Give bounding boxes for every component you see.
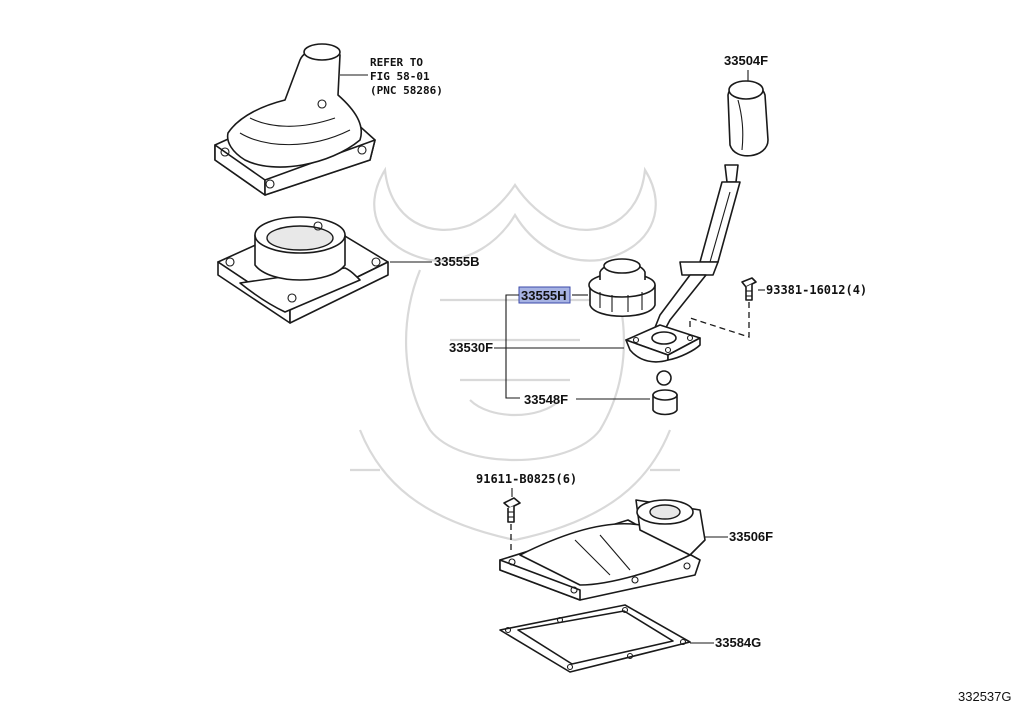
shift-housing	[499, 499, 706, 601]
watermark-logo	[350, 166, 680, 542]
shift-knob	[727, 80, 769, 157]
label-33555B: 33555B	[434, 254, 480, 269]
label-33506F: 33506F	[729, 529, 773, 544]
bolt-91611	[503, 497, 521, 523]
lever-ball	[656, 370, 672, 386]
retainer-plate	[217, 216, 432, 324]
cap-bushing	[588, 258, 656, 318]
housing-gasket	[499, 604, 691, 673]
label-93381-16012: 93381-16012(4)	[766, 283, 867, 297]
lever-retainer	[625, 324, 701, 363]
label-33555H[interactable]: 33555H	[521, 288, 567, 303]
shift-lever	[651, 164, 741, 336]
label-33530F: 33530F	[449, 340, 493, 355]
reference-note-line1: REFER TO	[370, 56, 423, 69]
shift-boot	[214, 43, 376, 196]
label-91611-B0825: 91611-B0825(6)	[476, 472, 577, 486]
reference-note-line3: (PNC 58286)	[370, 84, 443, 97]
label-33504F: 33504F	[724, 53, 768, 68]
bolt-93381	[741, 277, 757, 301]
label-33548F: 33548F	[524, 392, 568, 407]
reference-note-line2: FIG 58-01	[370, 70, 430, 83]
label-33584G: 33584G	[715, 635, 761, 650]
ball-seat	[652, 389, 678, 416]
figure-code: 332537G	[958, 689, 1012, 704]
